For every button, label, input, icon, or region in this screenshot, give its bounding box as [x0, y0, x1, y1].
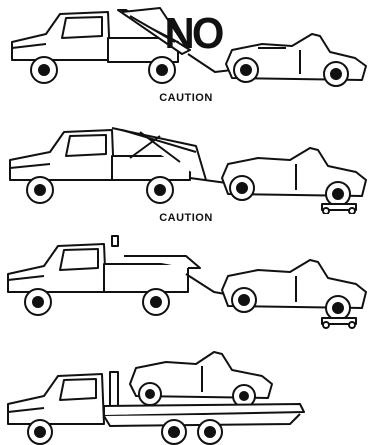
flatbed-illustration: [0, 344, 372, 445]
sling-tow-illustration: NO CAUTION: [0, 0, 372, 110]
wheel-lift-dolly-illustration: CAUTION: [0, 118, 372, 228]
wheel-lift-illustration: [0, 234, 372, 338]
wheel-lift-dolly-drawing: [0, 118, 372, 214]
caption-sling-tow: CAUTION: [0, 92, 372, 104]
flatbed-drawing: [0, 344, 372, 445]
wheel-lift-drawing: [0, 234, 372, 334]
no-mark: NO: [165, 12, 222, 56]
caption-wheel-lift-dolly: CAUTION: [0, 212, 372, 224]
